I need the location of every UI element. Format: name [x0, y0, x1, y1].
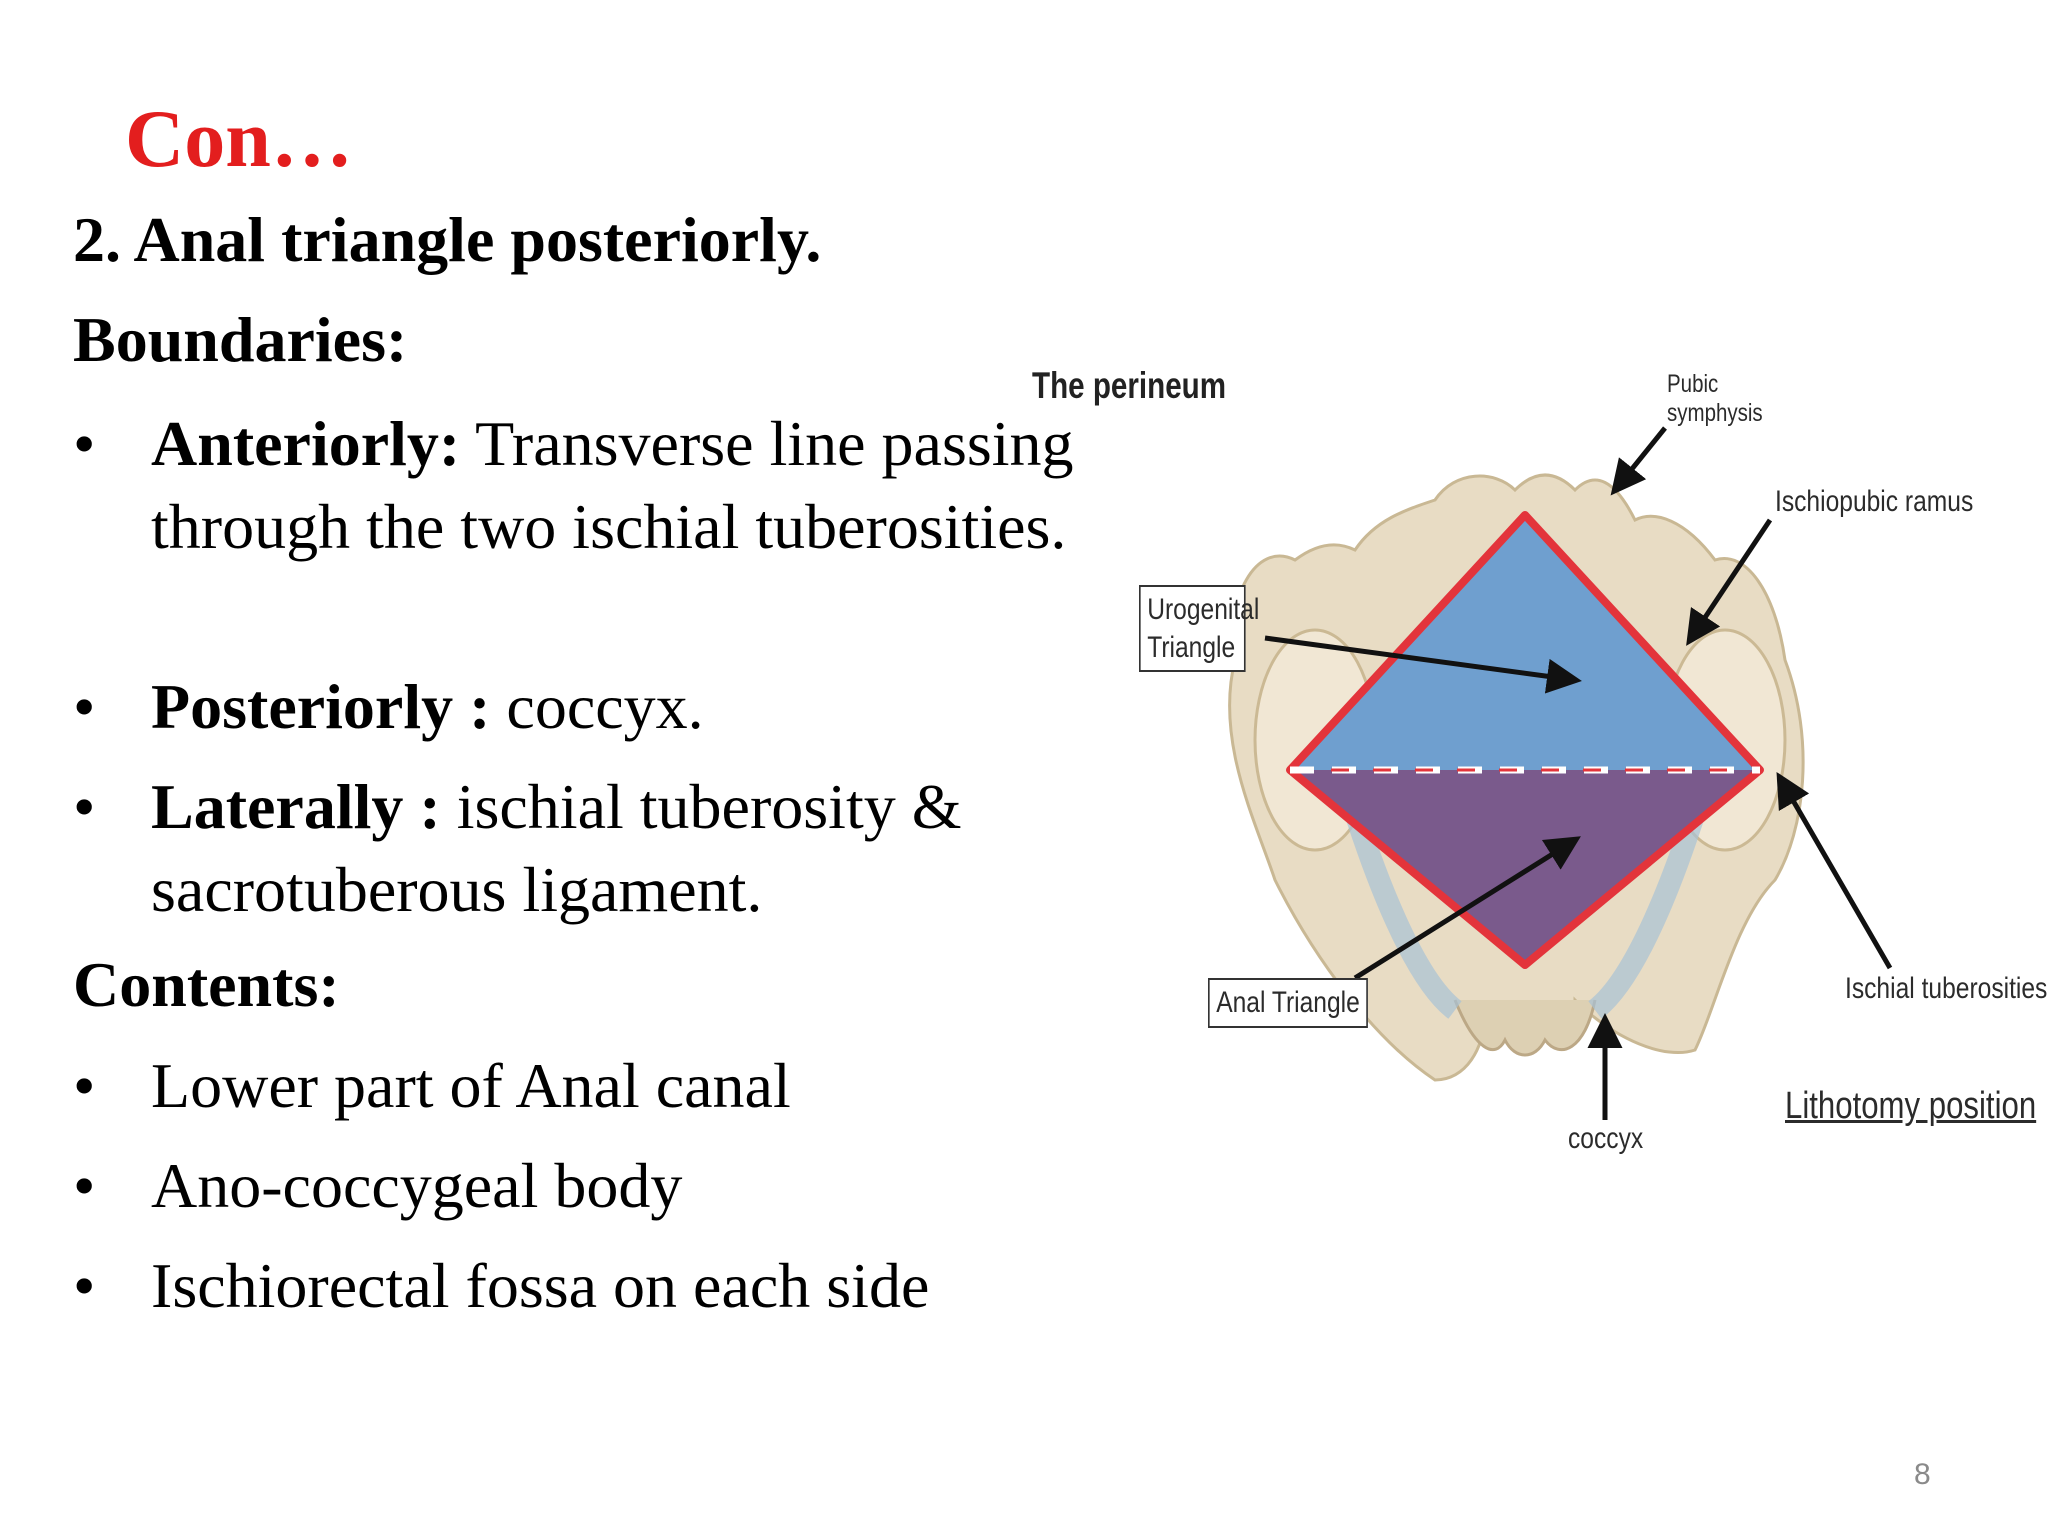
ischial-tuberosities-arrow — [1776, 771, 1893, 970]
content-text: Ischiorectal fossa on each side — [151, 1250, 930, 1321]
bullet-dot: • — [73, 1150, 96, 1221]
boundary-term: Anteriorly: — [151, 408, 461, 479]
perineum-figure: The perineum Pubic symphysis Ischiopubic… — [1015, 360, 2047, 1190]
perineum-outline — [1286, 511, 1764, 969]
label-ischial-tuberosities: Ischial tuberosities — [1845, 972, 2048, 1005]
boundary-term: Posteriorly : — [151, 671, 491, 742]
bullet-dot: • — [73, 1050, 96, 1121]
boundary-text: ischial tuberosity & sacrotuberous ligam… — [151, 771, 962, 925]
bullet-dot: • — [73, 408, 96, 479]
label-ischiopubic-ramus: Ischiopubic ramus — [1775, 485, 1974, 518]
pelvis-illustration — [1228, 426, 1893, 1120]
contents-heading: Contents: — [73, 949, 340, 1020]
urogenital-triangle-shape — [1290, 515, 1760, 770]
anal-triangle-shape — [1290, 770, 1760, 965]
page-number: 8 — [1914, 1458, 1931, 1491]
label-urogenital-triangle: Urogenital Triangle — [1139, 585, 1259, 672]
slide-title: Con… — [125, 93, 353, 184]
bullet-dot: • — [73, 671, 96, 742]
label-anal-triangle: Anal Triangle — [1208, 978, 1368, 1028]
label-coccyx: coccyx — [1568, 1122, 1644, 1155]
bullet-dot: • — [73, 771, 96, 842]
content-text: Lower part of Anal canal — [151, 1050, 791, 1121]
label-pubic-symphysis: Pubic symphysis — [1667, 370, 1763, 427]
boundary-term: Laterally : — [151, 771, 441, 842]
ischiopubic-ramus-arrow — [1686, 518, 1773, 646]
boundary-text: Transverse line passing through the two … — [151, 408, 1074, 562]
bullet-dot: • — [73, 1250, 96, 1321]
section-heading: 2. Anal triangle posteriorly. — [73, 204, 822, 275]
boundaries-heading: Boundaries: — [73, 304, 408, 375]
anal-triangle-arrow — [1353, 836, 1581, 981]
pubic-symphysis-arrow — [1610, 426, 1667, 496]
figure-title: The perineum — [1032, 365, 1227, 406]
content-text: Ano-coccygeal body — [151, 1150, 683, 1221]
boundary-text: coccyx. — [490, 671, 704, 742]
label-lithotomy-position: Lithotomy position — [1785, 1085, 2037, 1127]
urogenital-arrow — [1264, 635, 1582, 694]
